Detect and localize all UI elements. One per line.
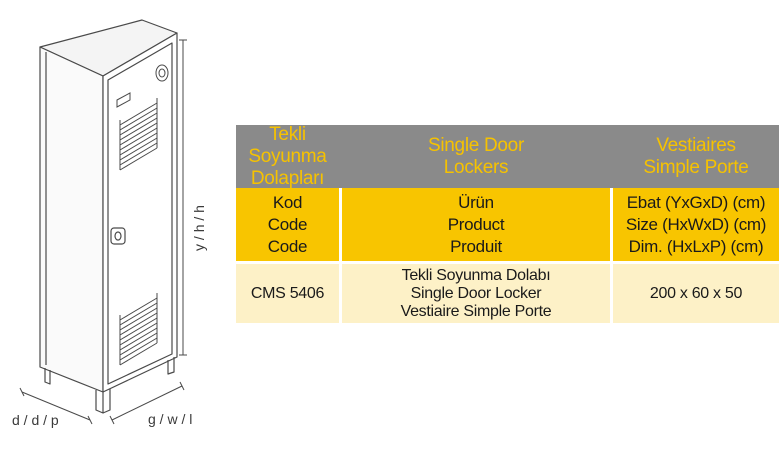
label-line: Code (267, 214, 308, 234)
label-line: Produit (450, 236, 502, 256)
spec-table: Tekli Soyunma Dolapları Single Door Lock… (236, 123, 779, 323)
label-cell-product: Ürün Product Produit (342, 188, 610, 261)
code-cell: CMS 5406 (236, 264, 339, 323)
size-cell: 200 x 60 x 50 (613, 264, 779, 323)
label-line: Ebat (YxGxD) (cm) (626, 192, 766, 212)
table-row: CMS 5406 Tekli Soyunma Dolabı Single Doo… (236, 264, 779, 323)
product-code: CMS 5406 (250, 284, 325, 302)
header-line: Simple Porte (643, 156, 749, 178)
width-label: g / w / l (148, 411, 193, 427)
header-line: Soyunma Dolapları (248, 145, 327, 189)
product-name-line: Vestiaire Simple Porte (400, 302, 552, 320)
label-line: Dim. (HxLxP) (cm) (628, 236, 764, 256)
header-cell-english: Single Door Lockers (342, 125, 610, 188)
header-line: Tekli (269, 123, 306, 145)
locker-illustration (19, 19, 187, 425)
product-name-line: Single Door Locker (410, 284, 542, 302)
header-line: Single Door (428, 134, 524, 156)
height-label: y / h / h (190, 205, 207, 251)
table-label-row: Kod Code Code Ürün Product Produit Ebat … (236, 188, 779, 261)
product-cell: Tekli Soyunma Dolabı Single Door Locker … (342, 264, 610, 323)
header-cell-turkish: Tekli Soyunma Dolapları (236, 123, 339, 189)
label-line: Ürün (458, 192, 494, 212)
depth-label: d / d / p (12, 412, 59, 428)
label-line: Kod (272, 192, 303, 212)
table-header-row: Tekli Soyunma Dolapları Single Door Lock… (236, 123, 779, 189)
header-line: Vestiaires (656, 134, 736, 156)
label-cell-size: Ebat (YxGxD) (cm) Size (HxWxD) (cm) Dim.… (613, 188, 779, 261)
product-size: 200 x 60 x 50 (649, 284, 743, 302)
locker-drawing: d / d / p g / w / l y / h / h (0, 0, 230, 448)
label-cell-code: Kod Code Code (236, 188, 339, 261)
header-line: Lockers (443, 156, 509, 178)
header-cell-french: Vestiaires Simple Porte (613, 125, 779, 188)
product-name-line: Tekli Soyunma Dolabı (401, 266, 551, 284)
label-line: Product (447, 214, 505, 234)
label-line: Size (HxWxD) (cm) (625, 214, 767, 234)
label-line: Code (267, 236, 308, 256)
